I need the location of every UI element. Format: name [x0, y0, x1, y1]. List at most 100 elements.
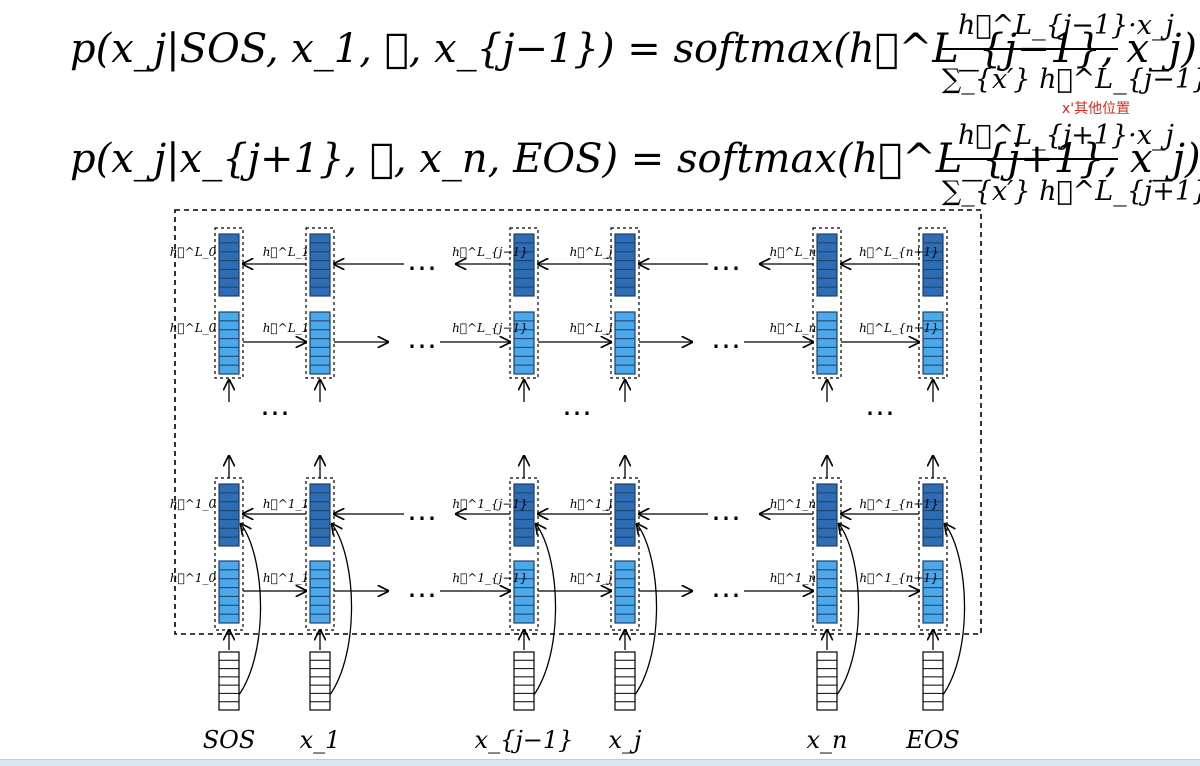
token-label: x_{j−1} [475, 726, 574, 754]
state-label: h⃗^1_{j−1} [452, 571, 527, 585]
state-label: h⃖^1_n [770, 497, 816, 511]
formula-forward: p(x_j|SOS, x_1, ⋯, x_{j−1}) = softmax(h⃗… [70, 10, 1200, 95]
state-label: h⃖^L_n [770, 245, 817, 259]
input-embedding [309, 651, 331, 711]
hidden-state-block [614, 560, 636, 624]
state-label: h⃗^L_1 [263, 321, 310, 335]
skip-arrow [234, 524, 262, 701]
ellipsis: ⋯ [711, 251, 741, 286]
layer-ellipsis: ⋯ [865, 396, 895, 431]
state-label: h⃖^1_{n+1} [859, 497, 938, 511]
column-outline-upper [610, 227, 640, 379]
horizontal-connections [243, 264, 919, 591]
formula-backward-numerator: h⃗^L_{j+1}·x_j [958, 120, 1174, 151]
network-frame [174, 209, 982, 635]
hidden-state-block [513, 233, 535, 297]
skip-arrow [529, 524, 557, 701]
input-embeddings [218, 651, 944, 711]
input-embedding [922, 651, 944, 711]
column-outline-upper [214, 227, 244, 379]
hidden-state-block [816, 311, 838, 375]
skip-arrow [938, 524, 966, 701]
token-label: SOS [203, 726, 256, 754]
state-label: h⃗^L_0 [170, 321, 217, 335]
hidden-state-block [614, 233, 636, 297]
state-label: h⃗^L_{n+1} [859, 321, 939, 335]
ellipsis-marks: ⋯ ⋯ ⋯ ⋯ ⋯ ⋯ ⋯ ⋯ ⋯ ⋯ ⋯ [260, 251, 895, 613]
formula-backward: p(x_j|x_{j+1}, ⋯, x_n, EOS) = softmax(h⃗… [70, 120, 1200, 207]
layer-ellipsis: ⋯ [260, 396, 290, 431]
state-label: h⃗^L_{j−1} [452, 321, 528, 335]
layer-ellipsis: ⋯ [562, 396, 592, 431]
formula-forward-denominator: ∑_{x′} h⃗^L_{j−1}·x′ [942, 64, 1200, 95]
hidden-state-block [614, 483, 636, 547]
hidden-state-block [614, 311, 636, 375]
state-labels: h⃖^L_0 h⃖^L_1 h⃖^L_{j−1} h⃖^L_j h⃖^L_n h⃖^L_{… [170, 245, 939, 585]
state-label: h⃖^L_1 [263, 245, 310, 259]
ellipsis: ⋯ [711, 578, 741, 613]
ellipsis: ⋯ [711, 501, 741, 536]
hidden-state-block [513, 483, 535, 547]
state-label: h⃗^1_0 [170, 571, 217, 585]
hidden-state-block [922, 311, 944, 375]
hidden-state-block [309, 483, 331, 547]
column-outline-upper [812, 227, 842, 379]
skip-arrow [832, 524, 860, 701]
state-label: h⃖^L_{j−1} [452, 245, 528, 259]
input-embedding [614, 651, 636, 711]
slide-footer-bar [0, 759, 1200, 766]
token-labels: SOS x_1 x_{j−1} x_j x_n EOS [203, 726, 960, 754]
hidden-state-block [922, 560, 944, 624]
hidden-state-block [218, 560, 240, 624]
state-label: h⃗^L_j [570, 321, 613, 335]
hidden-state-block [922, 483, 944, 547]
input-embedding [513, 651, 535, 711]
state-label: h⃖^1_{j−1} [452, 497, 527, 511]
layer-columns [214, 227, 948, 631]
state-label: h⃖^L_{n+1} [859, 245, 939, 259]
column-outline-upper [305, 227, 335, 379]
token-label: x_j [609, 726, 643, 754]
ellipsis: ⋯ [407, 501, 437, 536]
formula-forward-numerator: h⃗^L_{j−1}·x_j [958, 10, 1174, 41]
state-label: h⃖^1_j [570, 497, 613, 511]
hidden-state-block [513, 311, 535, 375]
state-label: h⃗^1_1 [263, 571, 309, 585]
hidden-state-block [218, 483, 240, 547]
ellipsis: ⋯ [711, 329, 741, 364]
ellipsis: ⋯ [407, 251, 437, 286]
input-embedding [218, 651, 240, 711]
hidden-state-block [309, 233, 331, 297]
token-label: x_n [807, 726, 848, 754]
column-outline-upper [918, 227, 948, 379]
skip-arrow [325, 524, 353, 701]
hidden-state-block [218, 311, 240, 375]
formula-note: x'其他位置 [1062, 101, 1130, 117]
hidden-state-block [218, 233, 240, 297]
vertical-connections [229, 380, 966, 701]
hidden-state-block [816, 483, 838, 547]
hidden-state-block [309, 311, 331, 375]
state-label: h⃖^1_1 [263, 497, 309, 511]
column-outline-upper [509, 227, 539, 379]
state-label: h⃗^1_{n+1} [859, 571, 938, 585]
state-label: h⃖^L_0 [170, 245, 217, 259]
hidden-state-block [816, 560, 838, 624]
hidden-state-block [309, 560, 331, 624]
hidden-state-block [816, 233, 838, 297]
state-label: h⃗^1_j [570, 571, 613, 585]
hidden-state-block [513, 560, 535, 624]
token-label: x_1 [300, 726, 341, 754]
formula-backward-denominator: ∑_{x′} h⃗^L_{j+1}·x′ [942, 176, 1200, 207]
state-label: h⃖^1_0 [170, 497, 217, 511]
state-label: h⃗^L_n [770, 321, 817, 335]
ellipsis: ⋯ [407, 578, 437, 613]
ellipsis: ⋯ [407, 329, 437, 364]
state-label: h⃗^1_n [770, 571, 816, 585]
input-embedding [816, 651, 838, 711]
hidden-state-block [922, 233, 944, 297]
token-label: EOS [905, 726, 960, 754]
state-label: h⃖^L_j [570, 245, 613, 259]
skip-arrow [630, 524, 658, 701]
